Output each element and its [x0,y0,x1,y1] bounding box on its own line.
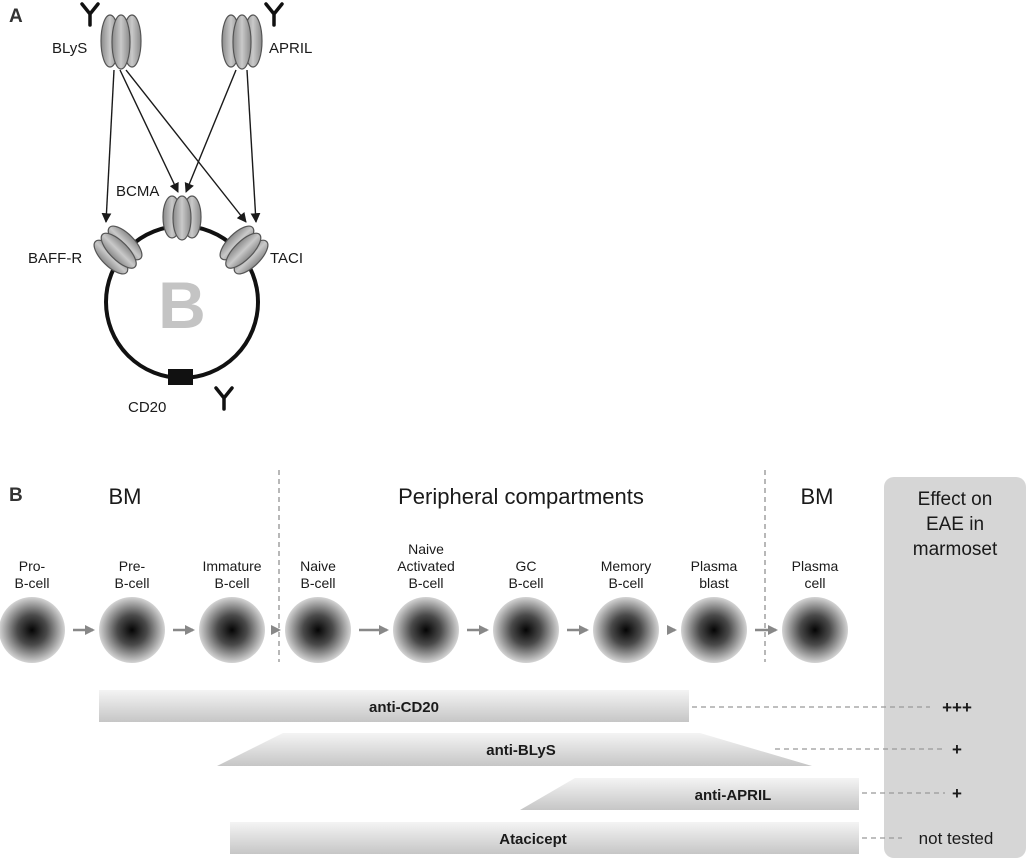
stage-label: B-cell [300,575,335,591]
effect-anti-blys: + [952,740,962,759]
b-cell-stage-icon [199,597,265,663]
cd20-label: CD20 [128,399,166,416]
stage-label: B-cell [508,575,543,591]
b-cell-stages: Pro-B-cellPre-B-cellImmatureB-cellNaiveB… [0,541,848,663]
stage-label: GC [516,558,537,574]
effect-anti-april: + [952,784,962,803]
stage-label: Memory [601,558,652,574]
stage-label: B-cell [14,575,49,591]
stage-label: B-cell [608,575,643,591]
bar-atacicept [230,822,859,854]
effect-panel [884,477,1026,858]
effect-header-line-2: EAE in [926,514,984,535]
taci-receptor-icon [219,225,269,275]
b-cell-stage-icon [593,597,659,663]
antibody-icon [80,2,100,27]
bar-label-anti-blys: anti-BLyS [486,742,555,759]
bar-anti-cd20 [99,690,689,722]
effect-header-line-1: Effect on [918,489,993,510]
bar-anti-april [520,778,859,810]
arrow-blys-bcma [119,69,179,193]
b-cell-stage-icon [493,597,559,663]
stage-label: B-cell [114,575,149,591]
stage-label: Immature [202,558,261,574]
effect-leaders [692,706,945,839]
bcma-receptor-icon [162,195,202,241]
region-peripheral: Peripheral compartments [398,484,644,509]
arrow-blys-baffr [101,69,115,223]
binding-arrows [101,69,261,223]
b-cell-stage-icon [285,597,351,663]
bar-label-anti-cd20: anti-CD20 [369,699,439,716]
bcma-label: BCMA [116,183,159,200]
antibody-icon [214,386,234,411]
arrow-blys-taci [125,69,247,223]
region-bm-left: BM [109,484,142,509]
cd20-marker [168,369,193,385]
bar-label-anti-april: anti-APRIL [695,787,772,804]
panel-b-label: B [9,485,23,506]
b-cell-stage-icon [0,597,65,663]
b-cell-stage-icon [393,597,459,663]
april-trimer-icon [221,14,263,70]
stage-label: cell [804,575,825,591]
b-cell-stage-icon [99,597,165,663]
stage-label: Naive [300,558,336,574]
region-bm-right: BM [801,484,834,509]
stage-label: blast [699,575,729,591]
arrow-april-taci [246,69,261,223]
b-cell-stage-icon [681,597,747,663]
stage-label: Plasma [691,558,738,574]
effect-atacicept: not tested [919,829,994,848]
blys-label: BLyS [52,40,87,57]
b-cell-stage-icon [782,597,848,663]
arrow-april-bcma [184,69,237,193]
baffr-receptor-icon [93,225,143,275]
effect-header-line-3: marmoset [913,539,998,560]
stage-label: Plasma [792,558,839,574]
stage-label: Pro- [19,558,46,574]
b-cell-letter: B [158,268,206,342]
stage-label: Pre- [119,558,146,574]
bar-anti-blys [217,733,812,766]
stage-label: Naive [408,541,444,557]
effect-anti-cd20: +++ [942,698,972,717]
taci-label: TACI [270,250,303,267]
baffr-label: BAFF-R [28,250,82,267]
stage-label: Activated [397,558,455,574]
panel-a-label: A [9,6,23,27]
stage-label: B-cell [408,575,443,591]
bar-label-atacicept: Atacicept [499,831,567,848]
stage-label: B-cell [214,575,249,591]
april-label: APRIL [269,40,312,57]
blys-trimer-icon [100,14,142,70]
antibody-icon [264,2,284,27]
